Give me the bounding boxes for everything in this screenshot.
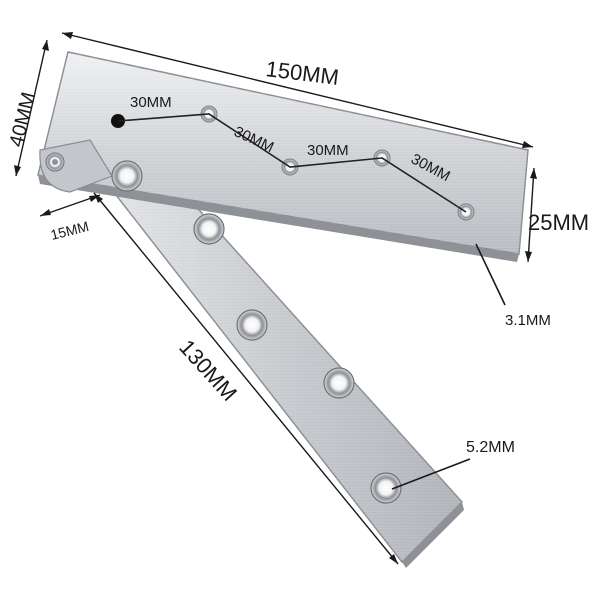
hole-pitch-lines <box>117 113 467 213</box>
thickness-label: 3.1MM <box>505 312 551 329</box>
width-25-label: 25MM <box>528 210 589 235</box>
lower-hole-1 <box>111 160 143 192</box>
length-130-dimension <box>93 192 399 565</box>
hole-diameter-label: 5.2MM <box>466 439 515 456</box>
height-40-dimension <box>14 39 49 177</box>
lower-hole-3 <box>236 309 268 341</box>
lower-hole-4 <box>323 367 355 399</box>
hole-diameter-leader <box>391 458 471 490</box>
pivot-knuckle <box>39 139 113 193</box>
offset-15-label: 15MM <box>49 218 91 243</box>
lower-holes <box>111 160 402 504</box>
thickness-leader <box>475 243 506 306</box>
lower-hole-2 <box>193 213 225 245</box>
offset-15-dimension <box>39 194 101 217</box>
pitch-label-1: 30MM <box>130 94 172 111</box>
lower-hole-5 <box>370 472 402 504</box>
pitch-label-3: 30MM <box>307 142 349 159</box>
upper-leaf <box>37 51 529 262</box>
length-150-dimension <box>61 32 534 148</box>
width-25-dimension <box>525 167 537 263</box>
length-130-label: 130MM <box>174 335 242 406</box>
height-40-label: 40MM <box>6 90 41 149</box>
